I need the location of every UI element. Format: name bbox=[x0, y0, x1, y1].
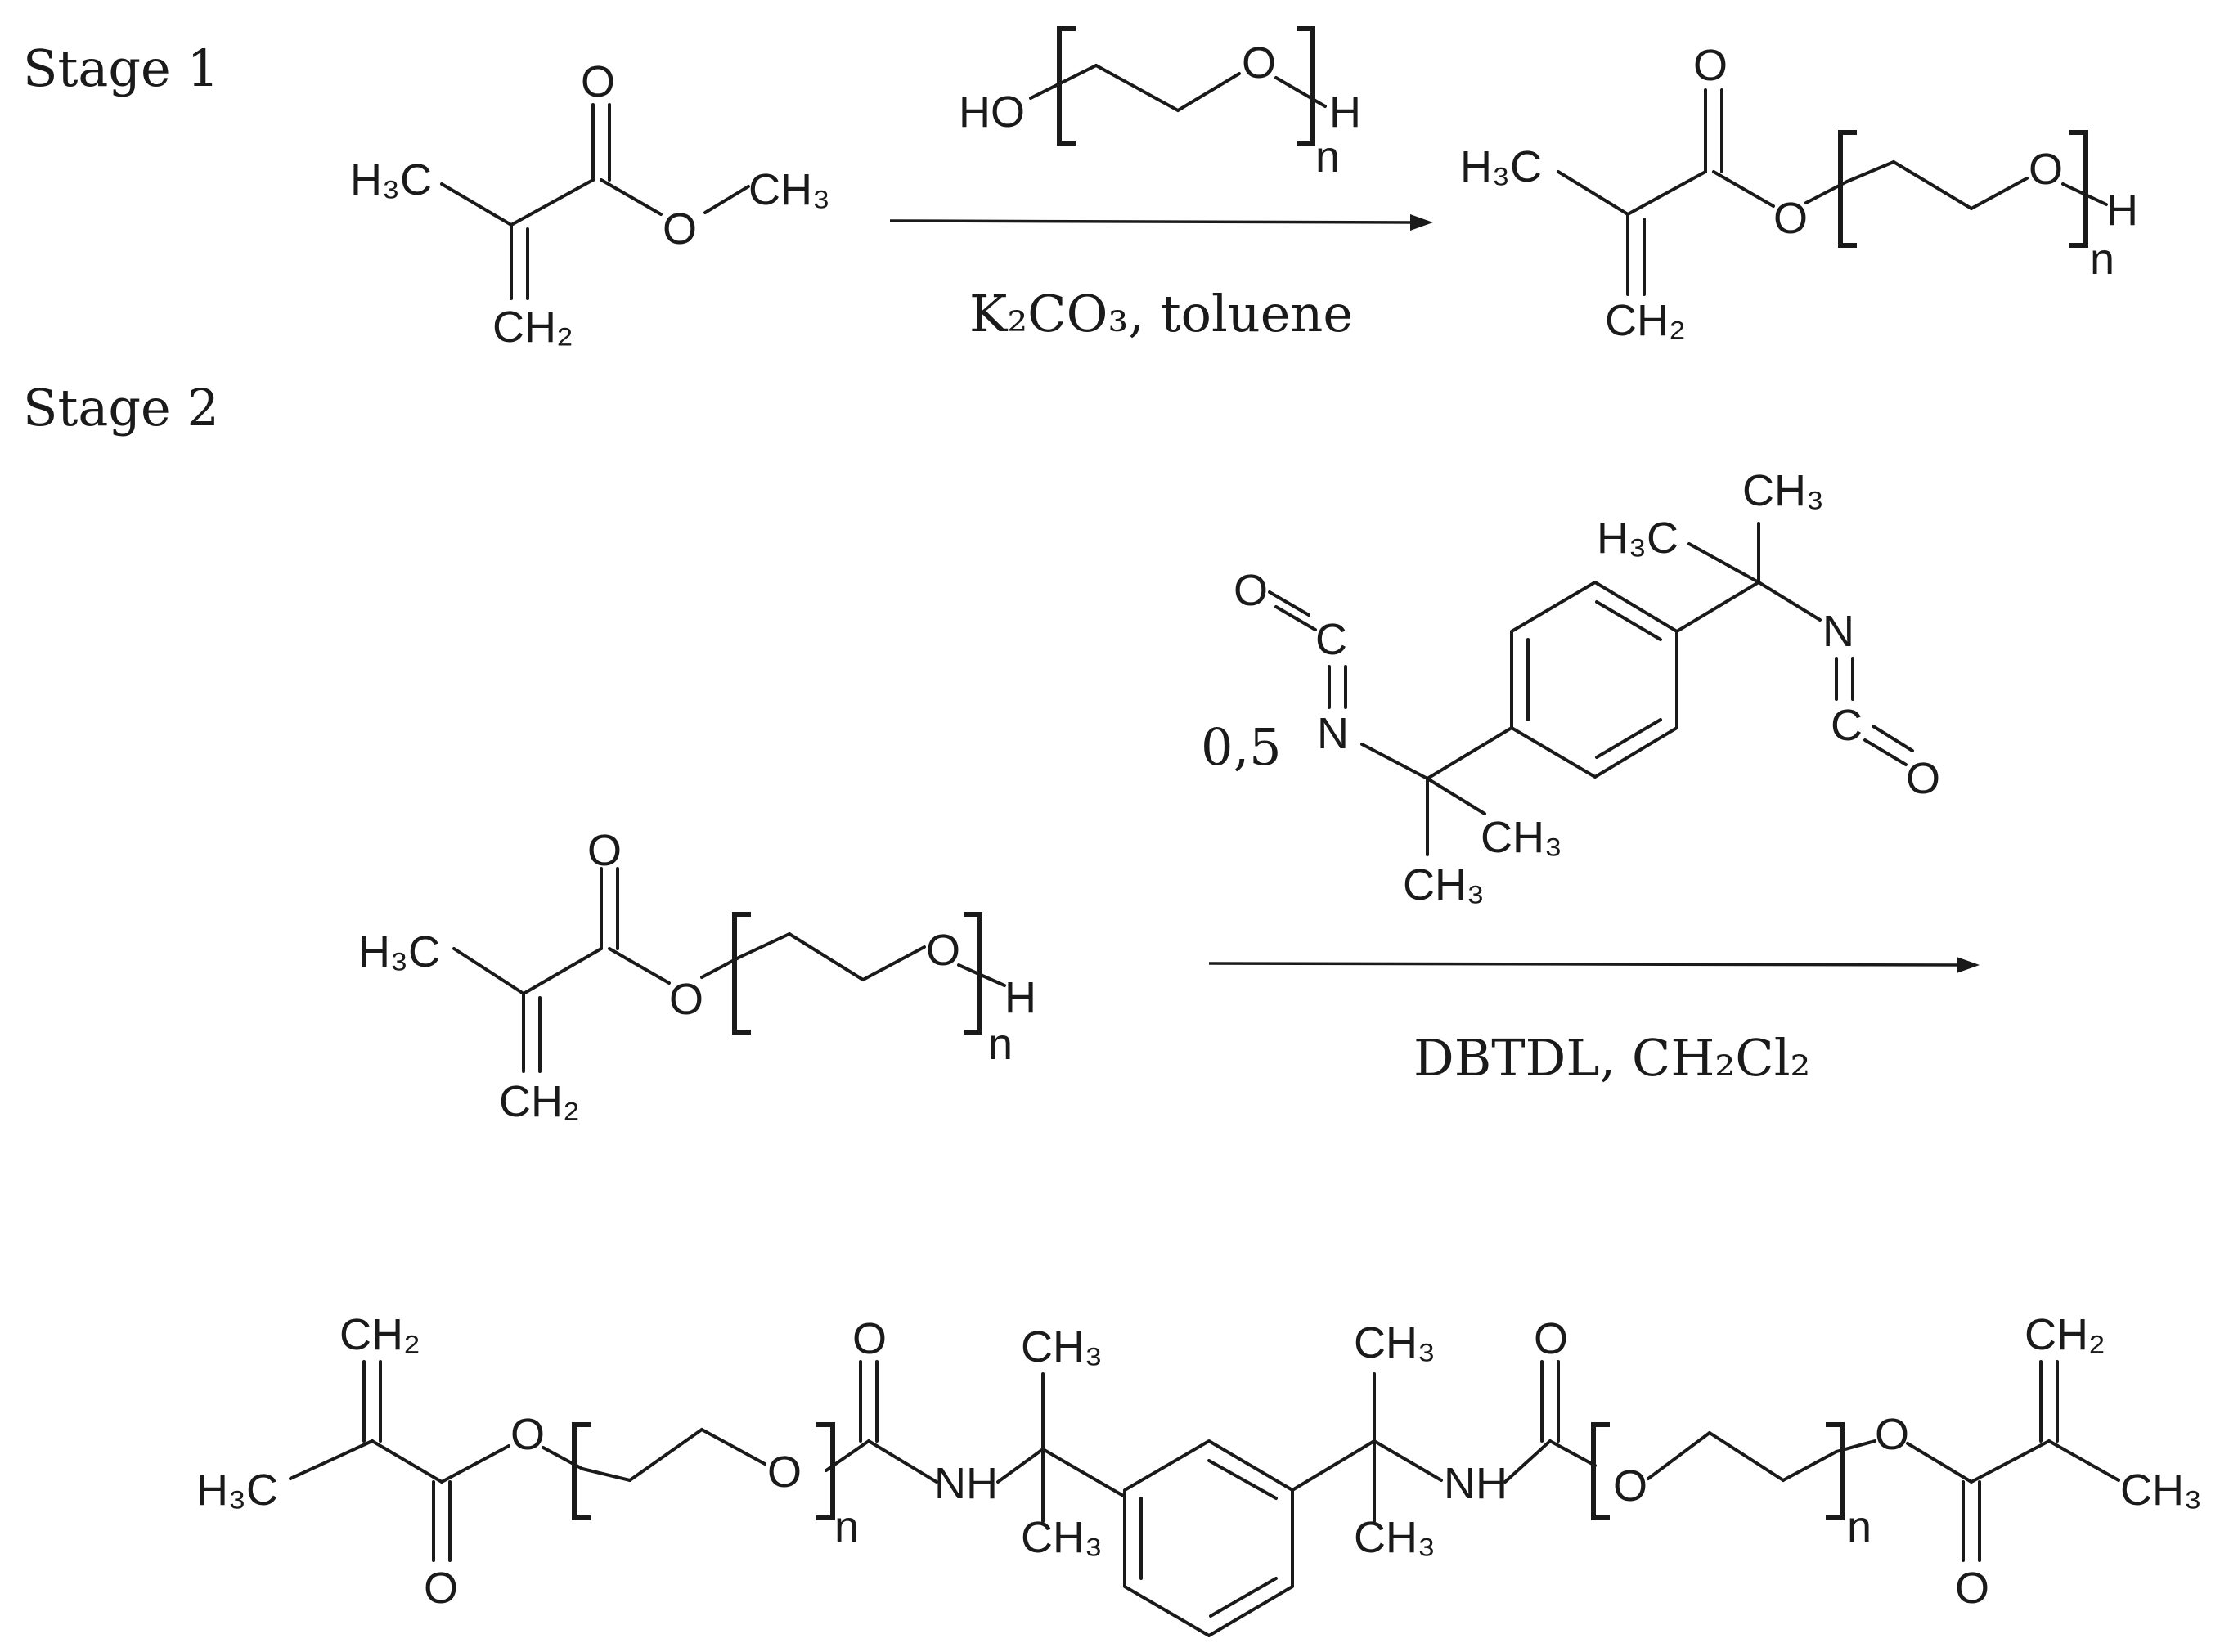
atom-O: O bbox=[1234, 566, 1268, 615]
atom-H: H bbox=[2106, 186, 2138, 235]
atom-O: O bbox=[587, 826, 622, 875]
atom-CH3: CH₃ bbox=[1481, 813, 1562, 862]
atom-CH3: CH₃ bbox=[1354, 1318, 1436, 1367]
atom-O: O bbox=[767, 1448, 802, 1497]
atom-N: N bbox=[1822, 607, 1854, 656]
reaction-arrow-1 bbox=[889, 214, 1433, 231]
atom-n: n bbox=[2090, 235, 2114, 284]
atom-H3C: H₃C bbox=[1597, 514, 1678, 563]
conditions-stage-1: K₂CO₃, toluene bbox=[969, 284, 1353, 343]
atom-H: H bbox=[1004, 973, 1036, 1022]
atom-CH2: CH₂ bbox=[1605, 296, 1686, 345]
atom-H3C: H₃C bbox=[358, 927, 440, 976]
stage-2-label: Stage 2 bbox=[23, 378, 219, 438]
atom-CH3: CH₃ bbox=[2120, 1466, 2202, 1515]
atom-n: n bbox=[1847, 1502, 1872, 1551]
atom-CH3: CH₃ bbox=[1354, 1513, 1436, 1562]
atom-O: O bbox=[926, 926, 960, 975]
atom-N: N bbox=[1317, 709, 1349, 758]
atom-CH3: CH₃ bbox=[1021, 1513, 1103, 1562]
atom-O: O bbox=[1955, 1564, 1989, 1613]
atom-CH3: CH₃ bbox=[1403, 860, 1485, 909]
atom-O: O bbox=[852, 1314, 887, 1363]
atom-n: n bbox=[834, 1502, 859, 1551]
atom-O: O bbox=[663, 204, 697, 254]
atom-CH2: CH₂ bbox=[2025, 1310, 2105, 1359]
atom-O: O bbox=[510, 1410, 545, 1459]
atom-CH3: CH₃ bbox=[748, 165, 830, 214]
atom-O: O bbox=[1693, 41, 1728, 90]
tmxdi-diisocyanate: CH₃ H₃C N C O CH₃ CH₃ N C O bbox=[1234, 466, 1940, 909]
atom-CH2: CH₂ bbox=[339, 1310, 420, 1359]
atom-H3C: H₃C bbox=[1460, 142, 1542, 191]
atom-NH: NH bbox=[934, 1459, 998, 1508]
atom-C: C bbox=[1315, 615, 1347, 664]
atom-O: O bbox=[581, 57, 615, 106]
conditions-stage-2: DBTDL, CH₂Cl₂ bbox=[1413, 1028, 1810, 1088]
atom-C: C bbox=[1831, 701, 1863, 750]
atom-O: O bbox=[1875, 1410, 1909, 1459]
atom-n: n bbox=[988, 1020, 1013, 1069]
atom-H3C: H₃C bbox=[350, 155, 432, 204]
atom-O: O bbox=[1906, 754, 1940, 803]
atom-HO: HO bbox=[959, 88, 1025, 137]
stoichiometric-coefficient: 0,5 bbox=[1201, 717, 1282, 777]
atom-O: O bbox=[1534, 1314, 1568, 1363]
methyl-methacrylate: H₃C O O CH₃ CH₂ bbox=[350, 57, 830, 352]
stage-1-label: Stage 1 bbox=[23, 38, 219, 98]
atom-n: n bbox=[1315, 132, 1340, 182]
atom-O: O bbox=[669, 975, 703, 1024]
reaction-arrow-2 bbox=[1208, 957, 1980, 973]
urethane-dimethacrylate-product: CH₂ H₃C O O O n O NH CH₃ CH₃ bbox=[196, 1310, 2202, 1637]
atom-CH2: CH₂ bbox=[499, 1077, 580, 1126]
atom-H: H bbox=[1329, 88, 1361, 137]
atom-H3C: H₃C bbox=[196, 1466, 278, 1515]
atom-NH: NH bbox=[1444, 1459, 1508, 1508]
atom-O: O bbox=[424, 1564, 458, 1613]
atom-CH2: CH₂ bbox=[492, 303, 573, 352]
atom-CH3: CH₃ bbox=[1021, 1322, 1103, 1371]
peg-methacrylate-reactant-2: H₃C O O CH₂ O H n bbox=[358, 826, 1036, 1126]
peg-methacrylate-product-1: H₃C O O CH₂ O H n bbox=[1460, 41, 2138, 345]
atom-O: O bbox=[1242, 38, 1276, 88]
atom-CH3: CH₃ bbox=[1742, 466, 1824, 515]
atom-O: O bbox=[2029, 145, 2063, 194]
peg-reagent: HO O H n bbox=[959, 26, 1361, 182]
atom-O: O bbox=[1613, 1461, 1647, 1511]
atom-O: O bbox=[1773, 194, 1808, 243]
